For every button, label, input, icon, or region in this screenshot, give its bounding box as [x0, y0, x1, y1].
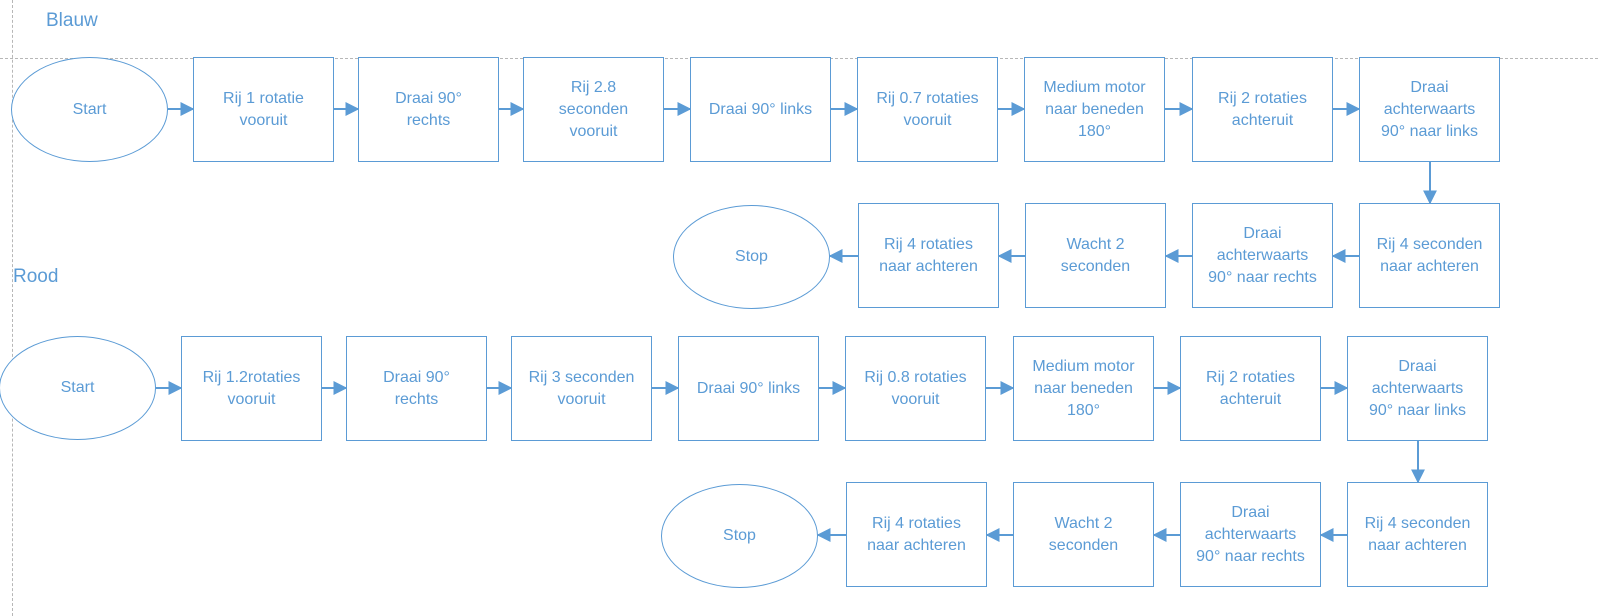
vertical-guide-line	[12, 0, 13, 616]
step-box: Rij 4 seconden naar achteren	[1347, 482, 1488, 587]
step-box: Wacht 2 seconden	[1013, 482, 1154, 587]
step-box: Draai 90° links	[690, 57, 831, 162]
step-box: Draai achterwaarts 90° naar rechts	[1192, 203, 1333, 308]
step-box: Rij 2 rotaties achteruit	[1192, 57, 1333, 162]
step-box: Medium motor naar beneden 180°	[1013, 336, 1154, 441]
step-box: Rij 4 rotaties naar achteren	[846, 482, 987, 587]
step-box: Rij 2.8 seconden vooruit	[523, 57, 664, 162]
step-box: Draai 90° rechts	[358, 57, 499, 162]
step-box: Wacht 2 seconden	[1025, 203, 1166, 308]
step-box: Rij 4 seconden naar achteren	[1359, 203, 1500, 308]
step-box: Draai achterwaarts 90° naar links	[1347, 336, 1488, 441]
step-box: Draai 90° rechts	[346, 336, 487, 441]
step-box: Draai achterwaarts 90° naar links	[1359, 57, 1500, 162]
start-node: Start	[11, 57, 168, 162]
stop-node: Stop	[673, 205, 830, 309]
section-title-blauw: Blauw	[46, 10, 98, 31]
section-title-rood: Rood	[13, 266, 59, 287]
step-box: Rij 1.2rotaties vooruit	[181, 336, 322, 441]
step-box: Rij 4 rotaties naar achteren	[858, 203, 999, 308]
step-box: Rij 1 rotatie vooruit	[193, 57, 334, 162]
step-box: Rij 2 rotaties achteruit	[1180, 336, 1321, 441]
step-box: Medium motor naar beneden 180°	[1024, 57, 1165, 162]
start-node: Start	[0, 336, 156, 440]
stop-node: Stop	[661, 484, 818, 588]
step-box: Rij 0.7 rotaties vooruit	[857, 57, 998, 162]
step-box: Rij 0.8 rotaties vooruit	[845, 336, 986, 441]
step-box: Draai achterwaarts 90° naar rechts	[1180, 482, 1321, 587]
step-box: Rij 3 seconden vooruit	[511, 336, 652, 441]
step-box: Draai 90° links	[678, 336, 819, 441]
